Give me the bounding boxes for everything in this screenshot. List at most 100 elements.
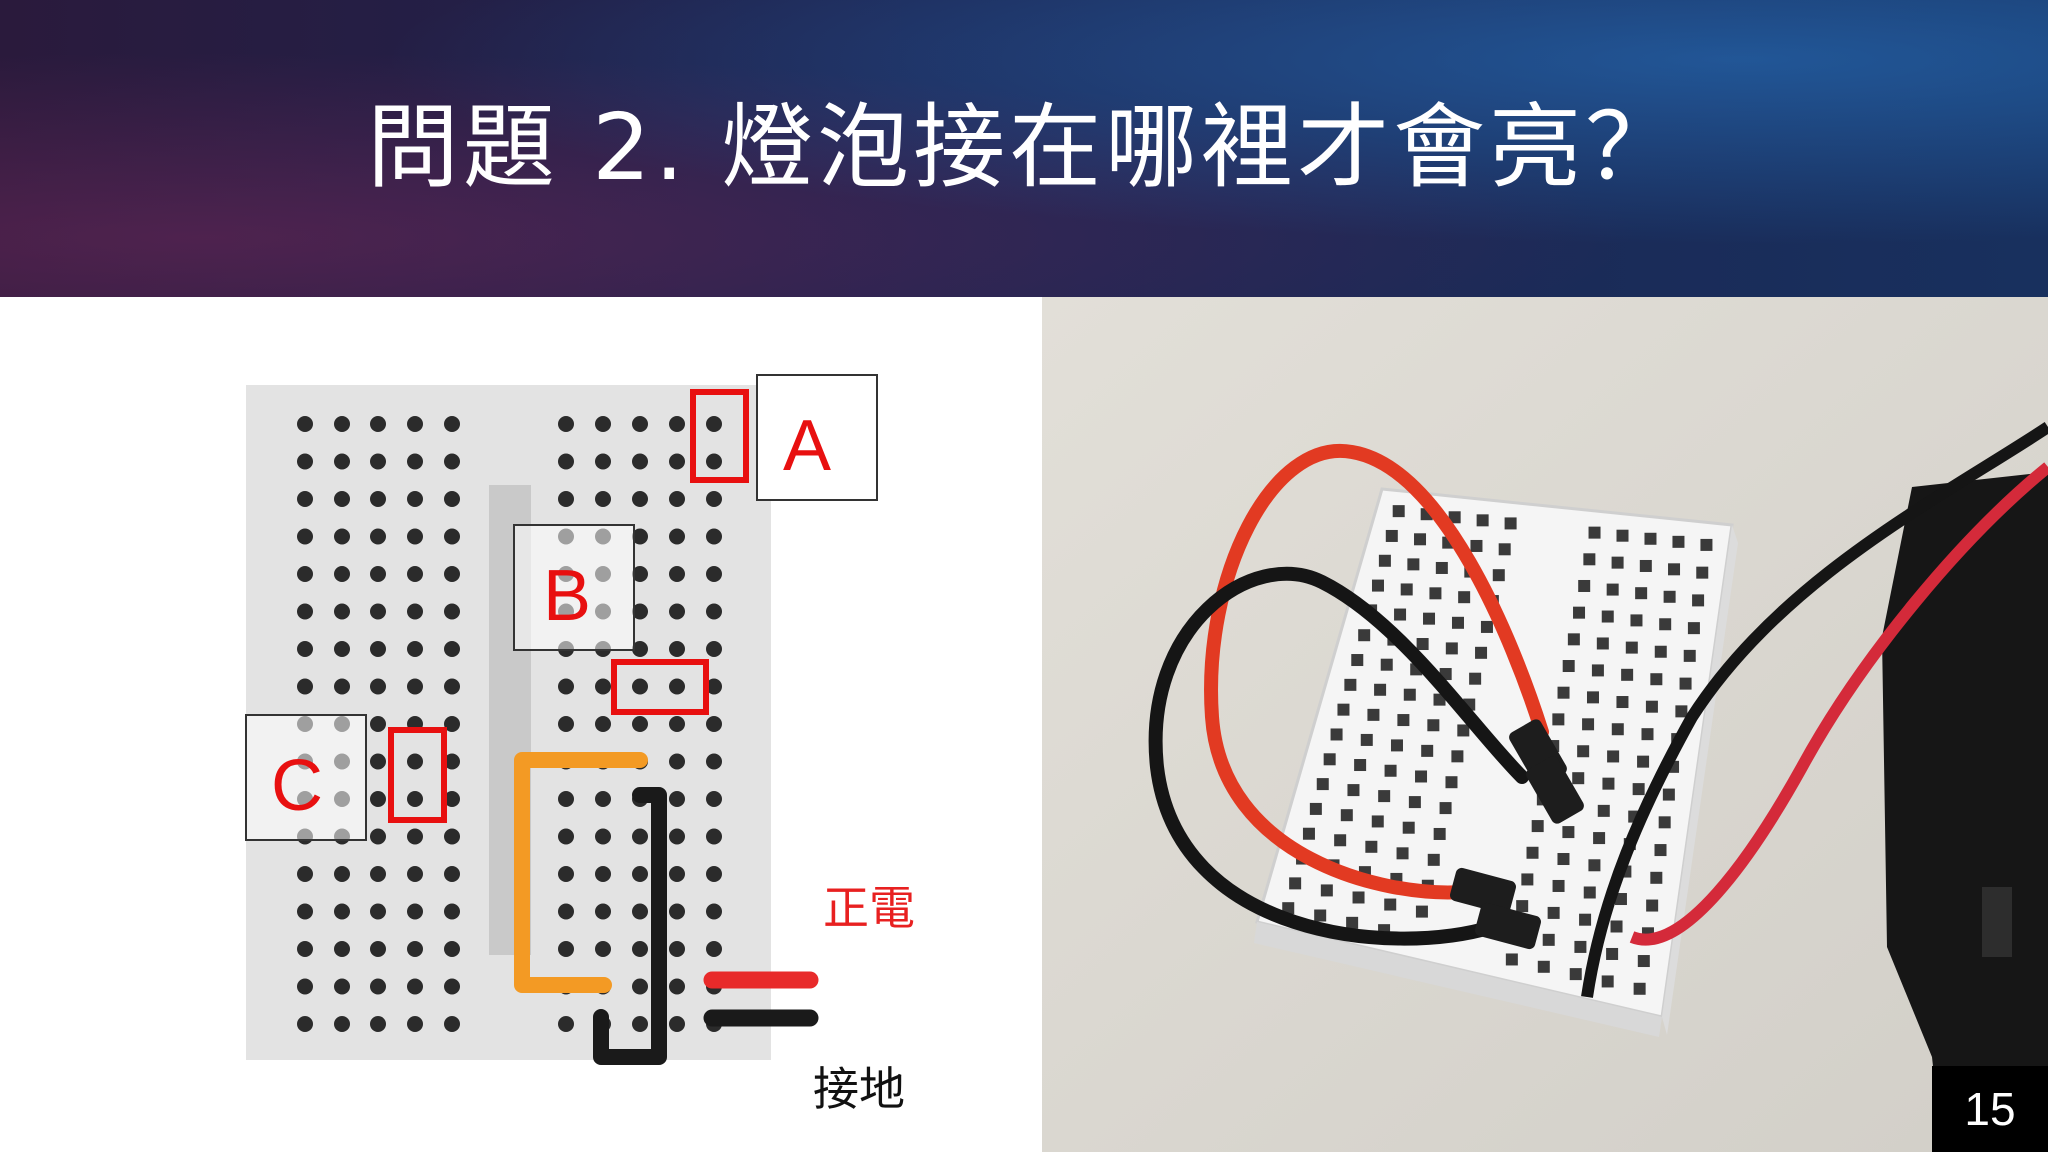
breadboard-hole xyxy=(444,716,460,732)
photo-breadboard-hole xyxy=(1641,728,1654,741)
photo-breadboard-hole xyxy=(1635,587,1648,600)
photo-breadboard-hole xyxy=(1611,556,1624,569)
breadboard-hole xyxy=(706,641,722,657)
photo-breadboard-hole xyxy=(1505,953,1518,966)
photo-breadboard-hole xyxy=(1616,696,1629,709)
photo-breadboard-hole xyxy=(1573,606,1586,619)
photo-breadboard-hole xyxy=(1457,724,1470,737)
photo-breadboard-hole xyxy=(1367,708,1380,721)
photo-breadboard-hole xyxy=(1289,877,1302,890)
battery-box xyxy=(1882,472,2048,1152)
breadboard-hole xyxy=(632,716,648,732)
photo-breadboard-hole xyxy=(1400,583,1413,596)
breadboard-hole xyxy=(370,791,386,807)
photo-breadboard-hole xyxy=(1397,714,1410,727)
breadboard-hole xyxy=(595,903,611,920)
photo-breadboard-hole xyxy=(1320,884,1333,897)
breadboard-hole xyxy=(444,528,460,545)
photo-breadboard-hole xyxy=(1429,587,1442,600)
photo-breadboard-hole xyxy=(1625,641,1638,654)
photo-breadboard-hole xyxy=(1414,533,1427,546)
breadboard-hole xyxy=(370,828,386,845)
breadboard-hole xyxy=(706,416,722,432)
breadboard-hole xyxy=(706,603,722,620)
breadboard-hole xyxy=(558,453,574,470)
breadboard-hole xyxy=(632,528,648,545)
photo-illustration xyxy=(1042,297,2048,1152)
breadboard-hole xyxy=(706,753,722,770)
breadboard-hole xyxy=(669,978,685,995)
photo-breadboard-hole xyxy=(1611,723,1624,736)
breadboard-hole xyxy=(444,603,460,620)
photo-breadboard-hole xyxy=(1374,683,1387,696)
photo-breadboard-hole xyxy=(1415,770,1428,783)
breadboard-hole xyxy=(669,641,685,657)
photo-breadboard-hole xyxy=(1316,778,1329,791)
breadboard-hole xyxy=(595,453,611,470)
breadboard-hole xyxy=(669,753,685,770)
breadboard-hole xyxy=(444,866,460,882)
photo-breadboard-hole xyxy=(1562,660,1575,673)
breadboard-hole xyxy=(297,641,313,657)
breadboard-hole xyxy=(444,978,460,995)
photo-breadboard-hole xyxy=(1663,590,1676,603)
breadboard-hole xyxy=(334,978,350,995)
photo-breadboard-hole xyxy=(1403,688,1416,701)
breadboard-hole xyxy=(297,941,313,957)
breadboard-hole xyxy=(632,1016,648,1032)
breadboard-hole xyxy=(706,566,722,582)
black-jumper-wire xyxy=(593,787,667,1065)
breadboard-hole xyxy=(669,566,685,582)
photo-breadboard-hole xyxy=(1654,844,1667,857)
photo-breadboard-hole xyxy=(1645,700,1658,713)
breadboard-hole xyxy=(632,416,648,432)
photo-breadboard-hole xyxy=(1700,538,1713,551)
breadboard-hole xyxy=(595,491,611,507)
photo-breadboard-hole xyxy=(1504,517,1517,530)
breadboard-hole xyxy=(706,453,722,470)
battery-red-lead xyxy=(1629,462,2048,946)
breadboard-hole xyxy=(444,453,460,470)
breadboard-hole xyxy=(407,416,423,432)
photo-breadboard-hole xyxy=(1637,955,1650,968)
breadboard-hole xyxy=(558,491,574,507)
photo-breadboard-hole xyxy=(1650,673,1663,686)
breadboard-hole xyxy=(370,603,386,620)
photo-breadboard-hole xyxy=(1470,539,1483,552)
breadboard-hole xyxy=(370,753,386,770)
breadboard-hole xyxy=(407,528,423,545)
breadboard-hole xyxy=(444,678,460,695)
photo-breadboard-hole xyxy=(1659,618,1672,631)
photo-breadboard-hole xyxy=(1394,608,1407,621)
breadboard-diagram-panel: A B C 正電 接地 xyxy=(0,297,1042,1152)
breadboard-hole xyxy=(334,603,350,620)
photo-breadboard-hole xyxy=(1658,816,1671,829)
breadboard-hole xyxy=(706,866,722,882)
photo-breadboard-hole xyxy=(1591,664,1604,677)
breadboard-hole xyxy=(558,716,574,732)
breadboard-hole xyxy=(632,866,648,882)
breadboard-hole xyxy=(407,828,423,845)
photo-breadboard-hole xyxy=(1445,642,1458,655)
photo-breadboard-hole xyxy=(1498,543,1511,556)
breadboard-hole xyxy=(407,641,423,657)
photo-breadboard-hole xyxy=(1552,713,1565,726)
breadboard-hole xyxy=(370,453,386,470)
breadboard-hole xyxy=(444,416,460,432)
photo-breadboard-hole xyxy=(1407,558,1420,571)
breadboard-hole xyxy=(706,528,722,545)
label-b: B xyxy=(543,556,591,636)
photo-breadboard-hole xyxy=(1596,637,1609,650)
photo-breadboard-hole xyxy=(1423,612,1436,625)
photo-breadboard-hole xyxy=(1439,802,1452,815)
photo-breadboard-hole xyxy=(1458,591,1471,604)
breadboard-hole xyxy=(558,791,574,807)
photo-breadboard-hole xyxy=(1696,566,1709,579)
breadboard-hole xyxy=(669,491,685,507)
breadboard-hole xyxy=(334,528,350,545)
photo-breadboard-hole xyxy=(1302,827,1315,840)
photo-breadboard-hole xyxy=(1416,638,1429,651)
positive-label: 正電 xyxy=(823,882,915,934)
photo-breadboard-hole xyxy=(1334,834,1347,847)
breadboard-hole xyxy=(595,791,611,807)
